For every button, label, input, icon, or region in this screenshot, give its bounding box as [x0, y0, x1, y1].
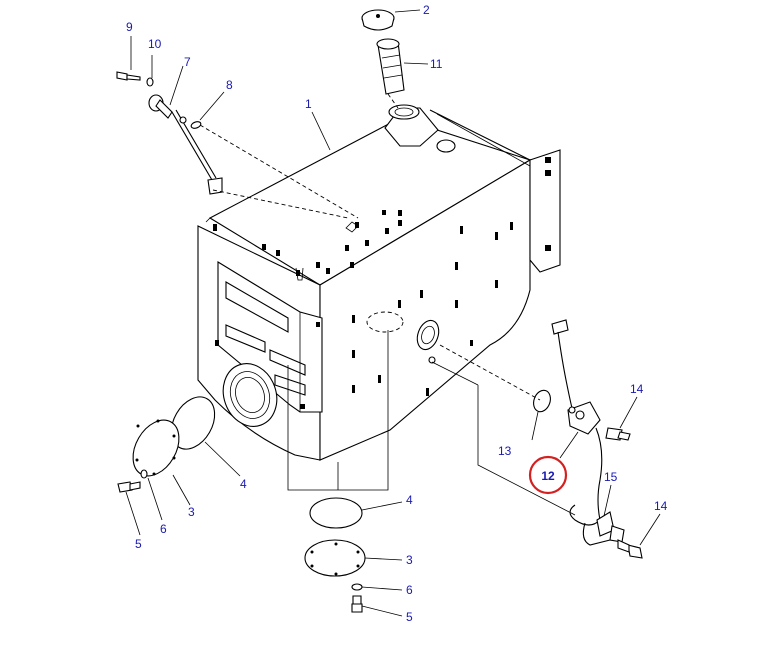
label-part-10: 10	[148, 37, 162, 51]
filler-cap	[361, 9, 421, 31]
label-part-15: 15	[604, 470, 618, 484]
label-part-8: 8	[226, 78, 233, 92]
label-part-11: 11	[430, 57, 443, 71]
label-part-5-left: 5	[135, 537, 142, 551]
label-part-14-lower: 14	[654, 499, 668, 513]
label-part-2: 2	[423, 3, 430, 17]
label-part-4-bottom: 4	[406, 493, 413, 507]
label-part-3-bottom: 3	[406, 553, 413, 567]
label-part-6-bottom: 6	[406, 583, 413, 597]
label-part-14-upper: 14	[630, 382, 644, 396]
strainer	[376, 38, 429, 109]
part-number-labels: 9 10 7 8 2 11 1 14 13 15 14 4 3 6 5 4 3 …	[126, 3, 668, 624]
highlighted-part-12: 12	[528, 455, 568, 495]
bottom-cover-assembly	[287, 330, 403, 617]
label-part-1: 1	[305, 97, 312, 111]
label-part-6-left: 6	[160, 522, 167, 536]
label-part-3-left: 3	[188, 505, 195, 519]
label-part-12: 12	[541, 469, 555, 483]
front-inspection-port	[222, 363, 278, 427]
level-sensor-assembly	[431, 319, 661, 559]
front-cover-assembly	[117, 396, 241, 536]
label-part-13: 13	[498, 444, 512, 458]
level-gauge-assembly	[116, 36, 359, 219]
mounting-bracket-left	[215, 261, 323, 413]
filler-neck	[384, 104, 531, 167]
label-part-7: 7	[184, 55, 191, 69]
side-port	[416, 319, 440, 364]
label-part-5-bottom: 5	[406, 610, 413, 624]
label-part-9: 9	[126, 20, 133, 34]
mounting-bracket-right	[529, 149, 561, 273]
label-part-4-left: 4	[240, 477, 247, 491]
